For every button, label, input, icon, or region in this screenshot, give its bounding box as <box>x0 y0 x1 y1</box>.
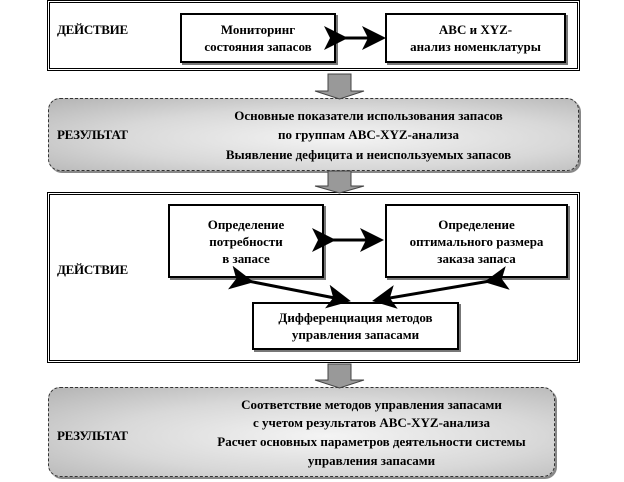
arrow-demand-differentiation <box>228 265 351 309</box>
box-text: оптимального размера <box>409 233 544 249</box>
box-text: потребности <box>209 233 283 249</box>
down-arrow-3 <box>314 363 365 389</box>
result-label: РЕЗУЛЬТАТ <box>57 127 128 142</box>
box-text: управления запасами <box>291 327 420 342</box>
result-line: по группам ABC-XYZ-анализа <box>278 127 459 142</box>
result-block-2: РЕЗУЛЬТАТ Соответствие методов управлени… <box>48 387 555 477</box>
result-block-1: РЕЗУЛЬТАТ Основные показатели использова… <box>48 98 579 171</box>
result-line: Выявление дефицита и неиспользуемых запа… <box>225 147 512 162</box>
down-arrow-1 <box>314 73 365 100</box>
result-line: управления запасами <box>307 453 436 468</box>
box-text: в запасе <box>222 250 270 266</box>
down-arrow-2 <box>314 170 365 194</box>
result-label: РЕЗУЛЬТАТ <box>57 428 128 443</box>
box-text: анализ номенклатуры <box>410 39 541 54</box>
result-line: Основные показатели использования запасо… <box>234 108 503 123</box>
box-text: Мониторинг <box>220 22 296 37</box>
box-text: ABC и XYZ- <box>438 22 513 37</box>
result-line: Расчет основных параметров деятельности … <box>217 434 526 449</box>
box-text: Определение <box>438 216 515 232</box>
result-line: Соответствие методов управления запасами <box>241 397 502 412</box>
box-text: состояния запасов <box>204 39 312 54</box>
differentiation-box: Дифференциация методов управления запаса… <box>252 302 459 350</box>
action-label: ДЕЙСТВИЕ <box>57 22 128 37</box>
box-text: Дифференциация методов <box>278 310 433 325</box>
demand-box: Определение потребности в запасе <box>168 204 324 278</box>
monitoring-box: Мониторинг состояния запасов <box>180 13 336 63</box>
box-text: заказа запаса <box>437 250 516 266</box>
abc-xyz-box: ABC и XYZ- анализ номенклатуры <box>385 13 566 63</box>
box-text: Определение <box>207 216 285 232</box>
order-size-box: Определение оптимального размера заказа … <box>385 204 568 278</box>
action-label: ДЕЙСТВИЕ <box>57 262 128 277</box>
arrow-order-differentiation <box>372 266 510 309</box>
result-line: с учетом результатов ABC-XYZ-анализа <box>252 415 491 430</box>
